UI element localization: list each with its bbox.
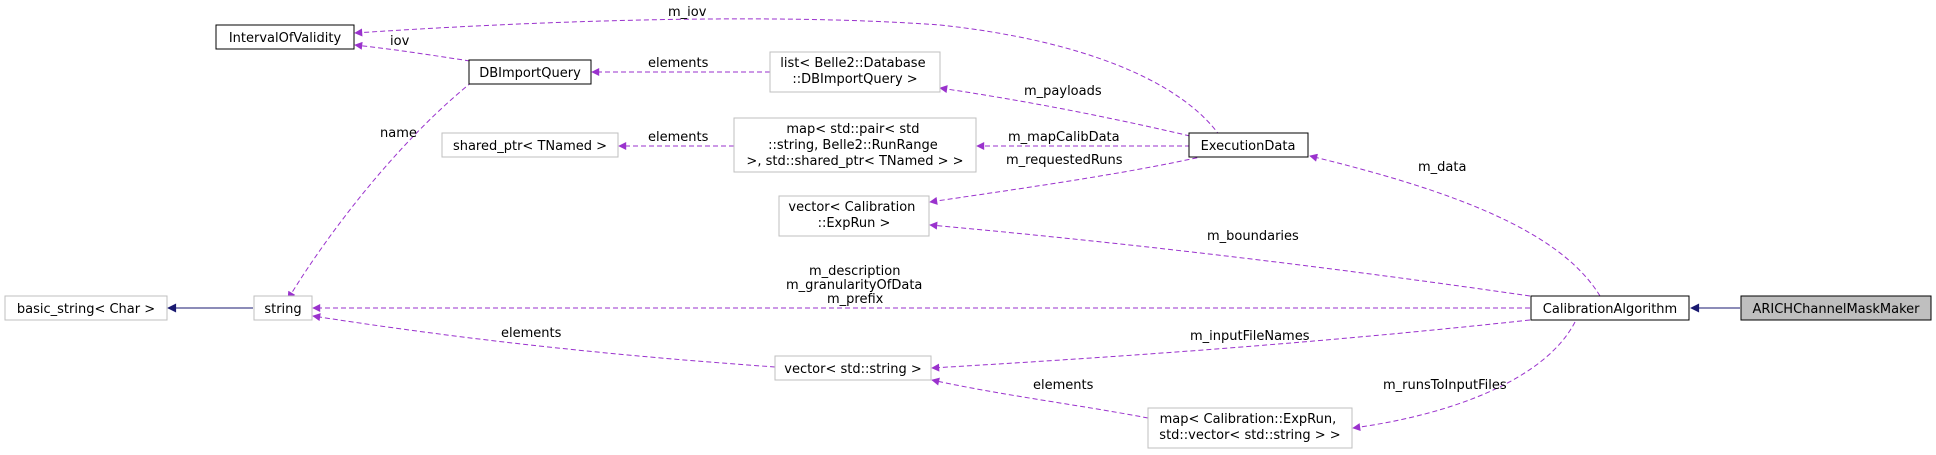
node-list-db-import-query-box [769, 51, 941, 93]
edge-label-m-boundaries: m_boundaries [1207, 229, 1299, 244]
edge-name [287, 81, 473, 300]
node-string-box [253, 295, 313, 321]
edge-label-elements-map: elements [648, 130, 709, 145]
node-vector-exprun-label: vector< Calibration ::ExpRun > [788, 200, 919, 231]
node-map-pair-string-runrange-box [733, 117, 977, 173]
node-shared-ptr-tnamed-box [441, 132, 619, 158]
edge-label-m-description: m_description [809, 264, 900, 279]
node-calibration-algorithm-label: CalibrationAlgorithm [1543, 302, 1677, 317]
node-list-db-import-query-line-1: list< Belle2::Database [780, 56, 925, 71]
node-map-exprun-line-2: std::vector< std::string > > [1159, 428, 1340, 443]
node-vector-exprun[interactable]: vector< Calibration ::ExpRun > [778, 195, 930, 237]
node-db-import-query-box [468, 59, 592, 85]
edge-m-boundaries [929, 221, 1531, 297]
node-string-label: string [264, 302, 301, 317]
node-map-exprun-vector-string-label: map< Calibration::ExpRun, std::vector< s… [1159, 412, 1340, 443]
node-db-import-query[interactable]: DBImportQuery [468, 59, 592, 85]
node-shared-ptr-tnamed-label: shared_ptr< TNamed > [453, 139, 607, 154]
node-basic-string-char[interactable]: basic_string< Char > [4, 295, 168, 321]
edge-m-runstoinputfiles [1352, 321, 1576, 432]
node-interval-of-validity-label: IntervalOfValidity [229, 31, 342, 46]
node-vector-std-string[interactable]: vector< std::string > [774, 355, 932, 381]
node-interval-of-validity-box [215, 24, 355, 50]
edge-label-m-granularity: m_granularityOfData [786, 278, 922, 293]
node-map-exprun-vector-string[interactable]: map< Calibration::ExpRun, std::vector< s… [1147, 407, 1353, 449]
node-calibration-algorithm[interactable]: CalibrationAlgorithm [1530, 295, 1690, 321]
node-execution-data-box [1188, 132, 1309, 158]
node-map-exprun-line-1: map< Calibration::ExpRun, [1160, 412, 1337, 427]
node-map-pair-string-runrange[interactable]: map< std::pair< std ::string, Belle2::Ru… [733, 117, 977, 173]
node-shared-ptr-tnamed[interactable]: shared_ptr< TNamed > [441, 132, 619, 158]
edge-label-m-iov: m_iov [668, 5, 707, 20]
edge-label-m-data: m_data [1418, 160, 1466, 175]
edge-label-m-prefix: m_prefix [827, 292, 884, 307]
edge-m-inputfilenames [931, 319, 1531, 372]
node-basic-string-char-label: basic_string< Char > [17, 302, 155, 317]
node-map-pair-line-3: >, std::shared_ptr< TNamed > > [746, 154, 963, 169]
node-map-pair-line-2: ::string, Belle2::RunRange [768, 138, 938, 153]
edge-elements-vector [312, 313, 776, 368]
node-list-db-import-query-line-2: ::DBImportQuery > [792, 72, 917, 87]
edge-label-m-requestedruns: m_requestedRuns [1006, 153, 1123, 168]
node-map-pair-line-1: map< std::pair< std [786, 122, 919, 137]
node-execution-data[interactable]: ExecutionData [1188, 132, 1309, 158]
node-execution-data-label: ExecutionData [1201, 139, 1296, 154]
node-vector-exprun-box [778, 195, 930, 237]
node-vector-exprun-line-1: vector< Calibration [788, 200, 915, 215]
node-interval-of-validity[interactable]: IntervalOfValidity [215, 24, 355, 50]
node-calibration-algorithm-box [1530, 295, 1690, 321]
edge-label-iov: iov [390, 34, 410, 49]
node-map-pair-string-runrange-label: map< std::pair< std ::string, Belle2::Ru… [746, 122, 963, 169]
edge-label-elements-vector: elements [501, 326, 562, 341]
edge-label-m-payloads: m_payloads [1024, 84, 1102, 99]
edge-label-m-inputfilenames: m_inputFileNames [1190, 329, 1310, 344]
node-map-exprun-vector-string-box [1147, 407, 1353, 449]
edge-label-m-mapcalibdata: m_mapCalibData [1008, 130, 1120, 145]
edge-m-iov [354, 18, 1221, 137]
edge-m-payloads [939, 85, 1191, 137]
edge-label-elements-vector-map: elements [1033, 378, 1094, 393]
node-arich-channel-mask-maker-label: ARICHChannelMaskMaker [1752, 302, 1920, 317]
edge-elements-vector-map [931, 377, 1149, 419]
edge-label-elements-list: elements [648, 56, 709, 71]
node-vector-std-string-box [774, 355, 932, 381]
node-vector-exprun-line-2: ::ExpRun > [818, 216, 891, 231]
edge-label-m-string-members: m_description m_granularityOfData m_pref… [786, 264, 927, 307]
edge-label-name: name [380, 126, 417, 141]
node-arich-channel-mask-maker[interactable]: ARICHChannelMaskMaker [1740, 295, 1932, 321]
node-arich-channel-mask-maker-box [1740, 295, 1932, 321]
node-list-db-import-query[interactable]: list< Belle2::Database ::DBImportQuery > [769, 51, 941, 93]
node-vector-std-string-label: vector< std::string > [784, 362, 921, 377]
edge-label-m-runstoinputfiles: m_runsToInputFiles [1383, 378, 1507, 393]
edge-iov [354, 41, 471, 62]
node-string[interactable]: string [253, 295, 313, 321]
node-db-import-query-label: DBImportQuery [479, 66, 581, 81]
node-basic-string-char-box [4, 295, 168, 321]
edge-m-requestedruns [929, 155, 1206, 205]
edge-m-data [1309, 153, 1601, 297]
node-list-db-import-query-label: list< Belle2::Database ::DBImportQuery > [780, 56, 929, 87]
